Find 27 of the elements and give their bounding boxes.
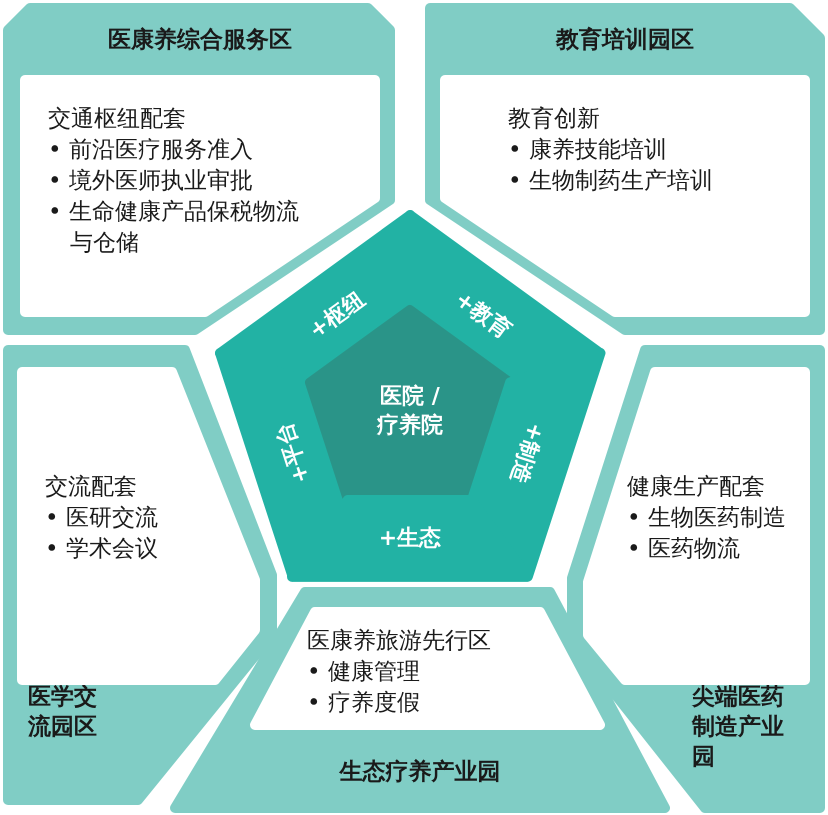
zone-title: 医康养综合服务区: [107, 26, 293, 55]
bullet-item: • 医药物流: [627, 535, 741, 564]
section-heading: 交通枢纽配套: [48, 105, 187, 134]
bullet-item: • 生命健康产品保税物流与仓储: [48, 198, 300, 258]
segment-label: +枢纽: [304, 286, 372, 346]
segment-label: +平台: [270, 418, 316, 488]
bullet-item: • 康养技能培训: [508, 136, 668, 166]
center-label: 医院 /疗养院: [376, 383, 444, 440]
bullet-item: • 境外医师执业审批: [48, 167, 254, 196]
bullet-item: • 医研交流: [45, 504, 159, 534]
zone-title: 教育培训园区: [554, 26, 695, 55]
segment-label: +生态: [378, 525, 442, 554]
segment-label: +教育: [448, 286, 516, 346]
bullet-item: • 前沿医疗服务准入: [48, 136, 254, 166]
zone-title: 医学交流园区: [28, 683, 98, 742]
bullet-item: • 学术会议: [45, 535, 159, 564]
section-heading: 教育创新: [508, 105, 601, 134]
zone-title: 生态疗养产业园: [338, 758, 502, 787]
section-heading: 医康养旅游先行区: [307, 627, 492, 656]
zone-title: 尖端医药制造产业园: [692, 683, 785, 772]
bullet-item: • 生物制药生产培训: [508, 167, 714, 196]
bullet-item: • 疗养度假: [307, 689, 421, 718]
section-heading: 交流配套: [45, 473, 138, 502]
section-heading: 健康生产配套: [627, 473, 766, 502]
segment-label: +制造: [504, 418, 550, 488]
bullet-item: • 健康管理: [307, 658, 421, 688]
bullet-item: • 生物医药制造: [627, 504, 787, 534]
